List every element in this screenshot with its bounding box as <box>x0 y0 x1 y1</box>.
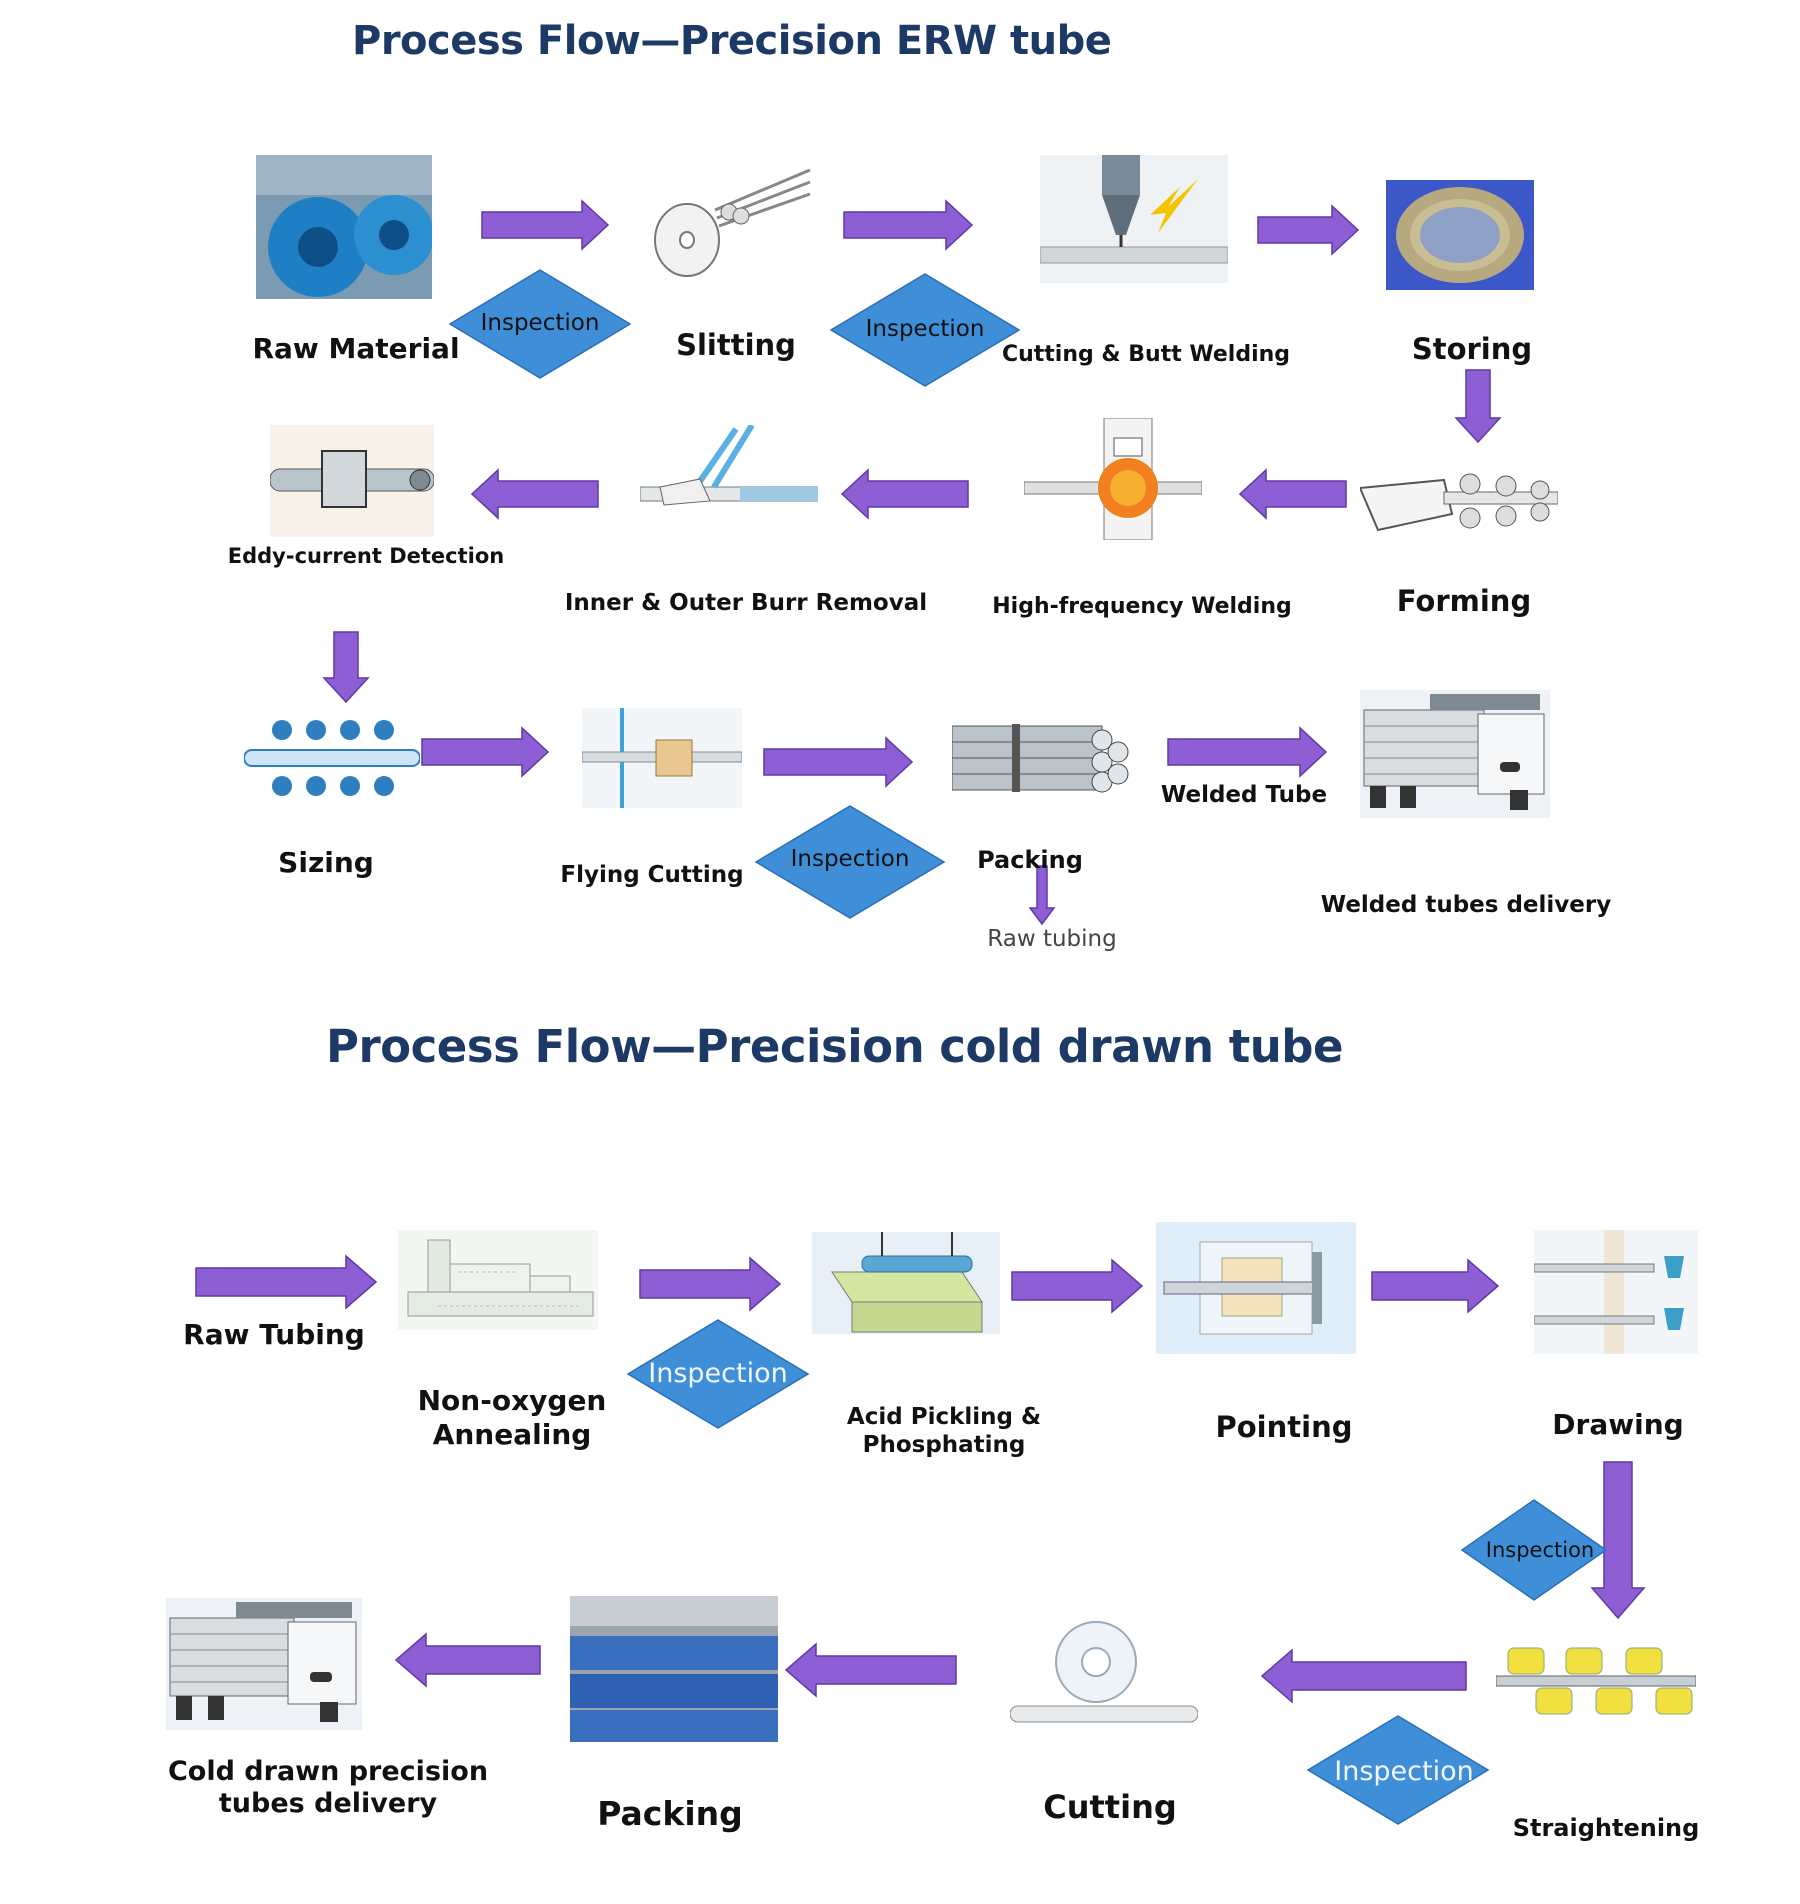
pointing-illustration <box>1156 1222 1356 1354</box>
inspection-label: Inspection <box>648 1358 788 1389</box>
step-welded-delivery: Welded tubes delivery <box>1320 892 1612 918</box>
step-flying-cutting: Flying Cutting <box>560 862 744 888</box>
step-welded-tube: Welded Tube <box>1160 782 1328 808</box>
inspection-diamond <box>1306 1715 1490 1825</box>
raw-material-coils-illustration <box>256 155 432 299</box>
inspection-label: Inspection <box>790 846 910 872</box>
step-cutting-butt-welding: Cutting & Butt Welding <box>1001 342 1291 367</box>
straightening-illustration <box>1496 1640 1696 1726</box>
step-pickling: Acid Pickling & Phosphating <box>846 1404 1042 1458</box>
drawing-illustration <box>1534 1230 1698 1354</box>
inspection-diamond <box>829 273 1021 387</box>
butt-welding-illustration <box>1040 155 1228 283</box>
flow-arrow <box>784 1642 957 1698</box>
step-raw-material: Raw Material <box>252 332 460 365</box>
step-cutting: Cutting <box>1043 1788 1177 1826</box>
sizing-illustration <box>244 708 420 808</box>
inspection-label: Inspection <box>1485 1538 1595 1562</box>
storing-coil-illustration <box>1386 180 1534 290</box>
step-raw-tubing: Raw Tubing <box>183 1318 365 1351</box>
step-storing: Storing <box>1411 332 1533 366</box>
inspection-diamond <box>448 269 632 379</box>
flow-arrow <box>840 468 969 520</box>
step-sizing: Sizing <box>278 846 374 879</box>
packing-bundle-illustration <box>952 718 1130 798</box>
flow-arrow <box>639 1256 782 1312</box>
flow-arrow <box>1028 865 1056 926</box>
inspection-label: Inspection <box>865 316 985 342</box>
flow-arrow <box>1454 369 1502 444</box>
flow-arrow <box>1257 204 1360 256</box>
flow-arrow <box>195 1254 378 1310</box>
flow-arrow <box>470 468 599 520</box>
inspection-label: Inspection <box>1334 1756 1474 1787</box>
step-straightening: Straightening <box>1512 1814 1700 1842</box>
flow-arrow <box>1260 1648 1467 1704</box>
flow-arrow <box>322 631 370 704</box>
flying-cutting-illustration <box>582 708 742 808</box>
flow-arrow <box>1011 1258 1144 1314</box>
step-packing: Packing <box>977 846 1083 874</box>
step-pointing: Pointing <box>1215 1410 1353 1444</box>
flow-arrow <box>394 1632 541 1688</box>
hf-welding-illustration <box>1024 418 1202 540</box>
flow-arrow <box>421 726 550 778</box>
flow-arrow <box>481 199 610 251</box>
slitting-illustration <box>645 160 815 280</box>
inspection-diamond <box>754 805 946 919</box>
forming-rolls-illustration <box>1360 450 1558 550</box>
flow-arrow <box>1167 726 1328 778</box>
step-burr-removal: Inner & Outer Burr Removal <box>564 590 928 616</box>
pickling-tank-illustration <box>812 1232 1000 1334</box>
flow-arrow <box>843 199 974 251</box>
cold-delivery-truck-illustration <box>166 1598 362 1730</box>
inspection-diamond <box>626 1319 810 1429</box>
eddy-current-illustration <box>270 425 434 537</box>
flow-arrow <box>1371 1258 1500 1314</box>
step-hf-welding: High-frequency Welding <box>992 594 1292 619</box>
cold-packing-illustration <box>570 1596 778 1742</box>
step-annealing: Non-oxygen Annealing <box>417 1384 607 1451</box>
inspection-diamond <box>1460 1499 1608 1601</box>
step-cold-delivery: Cold drawn precision tubes delivery <box>167 1756 489 1820</box>
annealing-furnace-illustration <box>398 1230 598 1330</box>
flow-arrow <box>1238 468 1347 520</box>
step-forming: Forming <box>1396 584 1532 618</box>
cold-drawn-title: Process Flow—Precision cold drawn tube <box>326 1020 1344 1073</box>
erw-title: Process Flow—Precision ERW tube <box>352 18 1112 64</box>
burr-removal-illustration <box>640 425 818 517</box>
inspection-label: Inspection <box>480 310 600 336</box>
flow-arrow <box>763 736 914 788</box>
step-slitting: Slitting <box>676 328 796 362</box>
step-raw-tubing-out: Raw tubing <box>987 926 1117 952</box>
welded-delivery-truck-illustration <box>1360 690 1550 818</box>
step-eddy-current: Eddy-current Detection <box>227 544 505 568</box>
step-drawing: Drawing <box>1552 1408 1684 1441</box>
step-packing-cold: Packing <box>597 1794 743 1833</box>
flow-arrow <box>1590 1461 1646 1620</box>
cold-cutting-illustration <box>1010 1614 1198 1742</box>
